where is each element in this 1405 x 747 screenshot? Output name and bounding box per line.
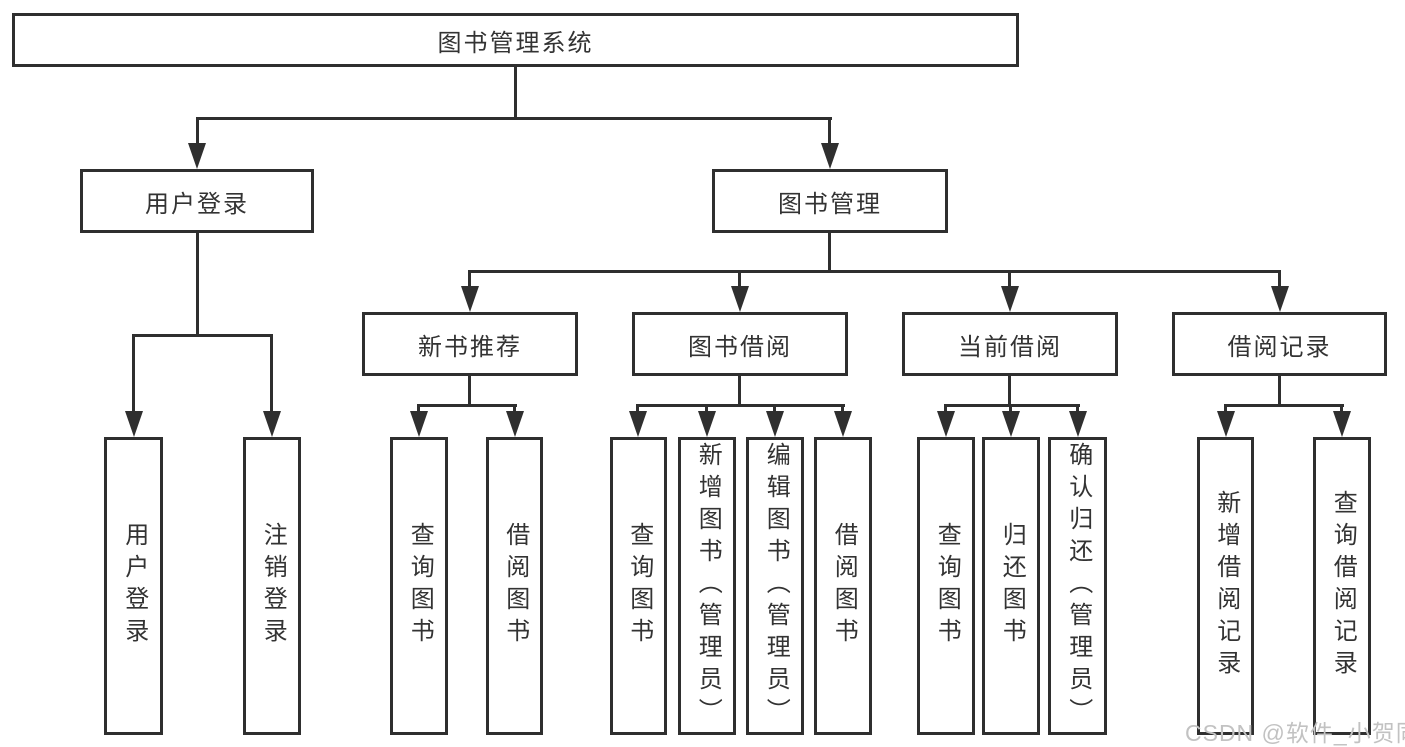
node-label: 借阅图书 [501,522,529,650]
connector-line [1278,376,1281,407]
arrowhead-down-icon [1271,286,1289,312]
connector-line [1008,270,1011,288]
connector-line [944,404,947,414]
arrowhead-down-icon [766,411,784,437]
node-label: 图书管理系统 [437,29,594,57]
node-label: 查询图书 [406,522,434,650]
leaf-edit-books-admin: 编辑图书（管理员） [746,437,804,735]
node-label: 图书借阅 [688,333,792,361]
leaf-borrow-books: 借阅图书 [814,437,872,735]
leaf-query-borrow-record: 查询借阅记录 [1313,437,1371,735]
arrowhead-down-icon [834,411,852,437]
arrowhead-down-icon [937,411,955,437]
connector-line [196,117,832,120]
leaf-query-books-borrowing: 查询图书 [610,437,667,735]
node-user-login: 用户登录 [80,169,314,233]
node-label: 用户登录 [145,190,249,218]
node-current-borrowing: 当前借阅 [902,312,1118,376]
connector-line [132,334,273,337]
node-label: 新增借阅记录 [1212,490,1240,682]
connector-line [468,376,471,407]
arrowhead-down-icon [629,411,647,437]
node-label: 编辑图书（管理员） [762,442,790,730]
node-book-management: 图书管理 [712,169,948,233]
connector-line [841,404,844,414]
node-label: 查询借阅记录 [1329,490,1357,682]
arrowhead-down-icon [698,411,716,437]
node-borrowing-records: 借阅记录 [1172,312,1387,376]
connector-line [514,67,517,120]
connector-line [828,233,831,273]
leaf-logout: 注销登录 [243,437,301,735]
connector-line [196,117,199,147]
leaf-query-books-recommend: 查询图书 [390,437,448,735]
arrowhead-down-icon [1333,411,1351,437]
arrowhead-down-icon [410,411,428,437]
connector-line [1340,404,1343,414]
arrowhead-down-icon [821,143,839,169]
node-label: 查询图书 [625,522,653,650]
node-label: 注销登录 [259,522,287,650]
arrowhead-down-icon [1069,411,1087,437]
connector-line [196,233,199,337]
leaf-borrow-books-recommend: 借阅图书 [486,437,543,735]
arrowhead-down-icon [263,411,281,437]
connector-line [513,404,516,414]
node-label: 归还图书 [998,522,1026,650]
connector-line [738,270,741,288]
arrowhead-down-icon [188,143,206,169]
arrowhead-down-icon [731,286,749,312]
connector-line [270,334,273,414]
connector-line [468,270,1281,273]
connector-line [705,404,708,414]
arrowhead-down-icon [1217,411,1235,437]
node-label: 新增图书（管理员） [694,442,722,730]
connector-line [773,404,776,414]
leaf-confirm-return-admin: 确认归还（管理员） [1048,437,1107,735]
node-label: 查询图书 [933,522,961,650]
connector-line [944,404,1080,407]
connector-line [1009,404,1012,414]
connector-line [1224,404,1227,414]
connector-line [1008,376,1011,407]
node-book-management-system: 图书管理系统 [12,13,1019,67]
node-label: 借阅图书 [830,522,858,650]
leaf-return-books: 归还图书 [982,437,1040,735]
leaf-add-borrow-record: 新增借阅记录 [1197,437,1254,735]
connector-line [417,404,420,414]
watermark: CSDN @软件_小贺同学 [1185,720,1405,746]
connector-line [1076,404,1079,414]
connector-line [738,376,741,407]
connector-line [1278,270,1281,288]
node-label: 新书推荐 [418,333,522,361]
leaf-query-books-current: 查询图书 [917,437,975,735]
arrowhead-down-icon [125,411,143,437]
connector-line [1224,404,1344,407]
connector-line [636,404,845,407]
arrowhead-down-icon [506,411,524,437]
node-label: 图书管理 [778,190,882,218]
connector-line [417,404,517,407]
connector-line [468,270,471,288]
arrowhead-down-icon [461,286,479,312]
node-label: 确认归还（管理员） [1064,442,1092,730]
arrowhead-down-icon [1001,286,1019,312]
node-book-borrowing: 图书借阅 [632,312,848,376]
node-new-book-recommendation: 新书推荐 [362,312,578,376]
connector-line [828,117,831,147]
node-label: 用户登录 [120,522,148,650]
node-label: 当前借阅 [958,333,1062,361]
leaf-user-login: 用户登录 [104,437,163,735]
connector-line [636,404,639,414]
node-label: 借阅记录 [1227,333,1332,361]
leaf-add-books-admin: 新增图书（管理员） [678,437,736,735]
arrowhead-down-icon [1002,411,1020,437]
connector-line [132,334,135,414]
